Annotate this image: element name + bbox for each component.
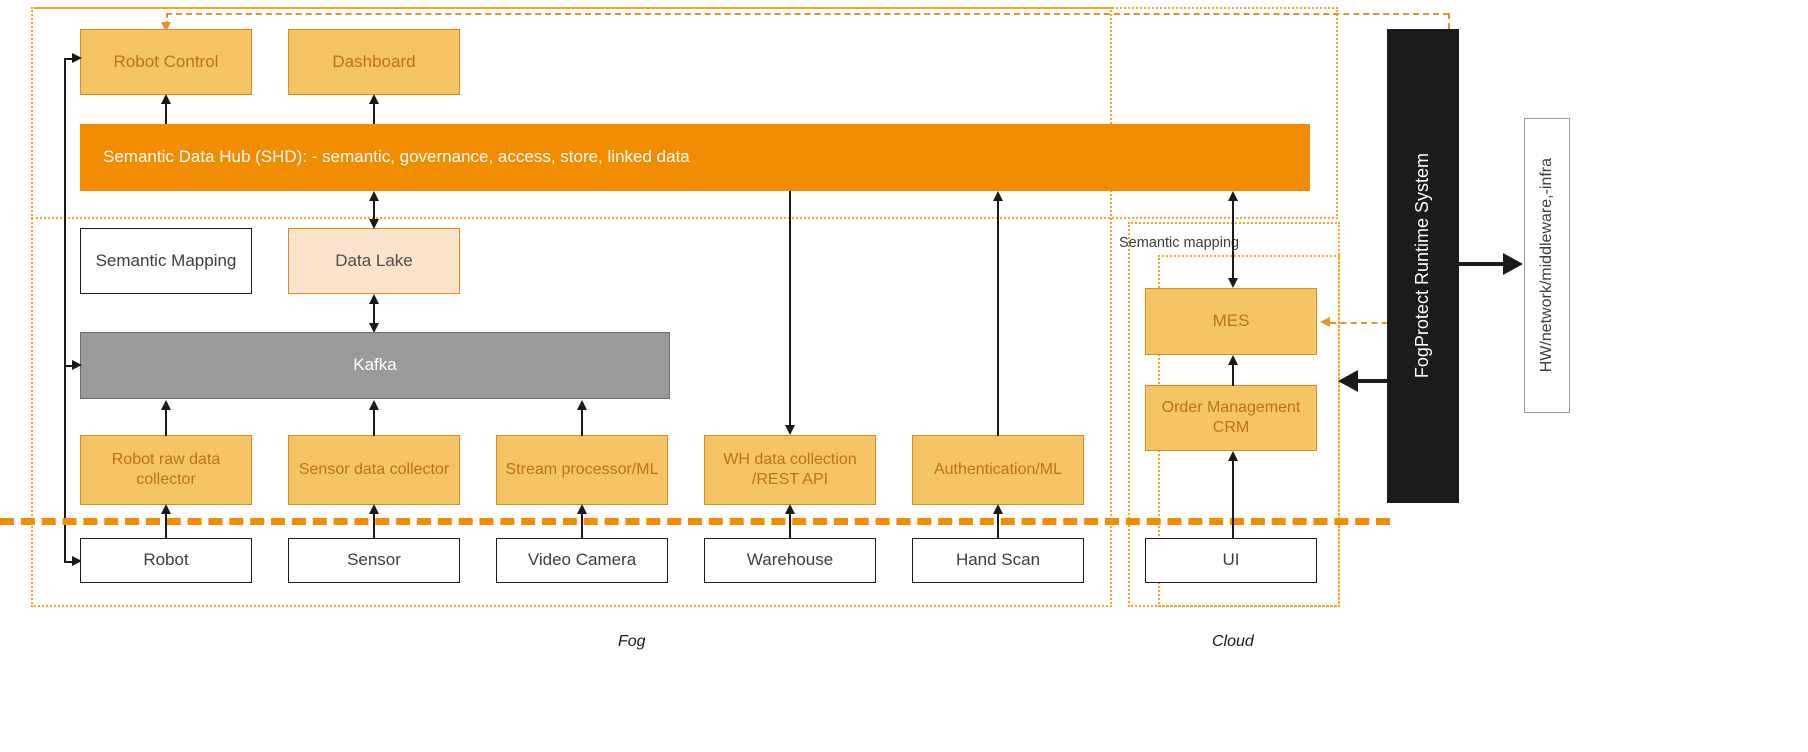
edge-handscan-to-auth <box>997 512 999 539</box>
node-kafka[interactable]: Kafka <box>80 332 670 399</box>
semantic-mapping-zone-label: Semantic mapping <box>1119 235 1240 251</box>
edge-shd-mes <box>1232 198 1234 280</box>
node-robot[interactable]: Robot <box>80 538 252 583</box>
edge-datalake-kafka <box>373 301 375 325</box>
fog-edge-divider <box>0 518 1390 525</box>
edge-ui-to-order <box>1232 459 1234 539</box>
edge-camera-to-stream <box>581 512 583 539</box>
node-hw-network-middleware-infra[interactable]: HW/network/middleware,-infra <box>1524 118 1570 413</box>
robot-feedback-spine <box>64 58 66 561</box>
edge-camera-to-stream-head <box>576 504 587 514</box>
feedback-line-top <box>166 13 1449 15</box>
edge-shd-to-robot-control-head <box>160 94 171 104</box>
edge-datalake-kafka-head-up <box>368 294 379 304</box>
node-hand-scan-label: Hand Scan <box>955 550 1041 570</box>
edge-warehouse-to-wh <box>789 512 791 539</box>
robot-feedback-to-kafka <box>64 365 77 367</box>
node-order-management-crm-label: Order Management CRM <box>1161 399 1301 436</box>
edge-shd-datalake <box>373 198 375 221</box>
node-warehouse[interactable]: Warehouse <box>704 538 876 583</box>
node-hw-network-middleware-infra-label: HW/network/middleware,-infra <box>1538 158 1556 373</box>
edge-auth-to-shd-head <box>992 191 1003 201</box>
fog-zone-label: Fog <box>618 633 646 650</box>
node-hand-scan[interactable]: Hand Scan <box>912 538 1084 583</box>
node-video-camera[interactable]: Video Camera <box>496 538 668 583</box>
node-wh-data-collection-rest-api-label: WH data collection /REST API <box>723 451 857 488</box>
edge-robot-to-collector <box>165 512 167 539</box>
node-ui-label: UI <box>1222 550 1240 570</box>
edge-streamprocessor-kafka <box>581 408 583 436</box>
node-sensor-label: Sensor <box>347 550 401 570</box>
node-wh-data-collection-rest-api[interactable]: WH data collection /REST API <box>704 435 876 505</box>
node-dashboard[interactable]: Dashboard <box>288 29 460 95</box>
edge-sensor-to-collector <box>373 512 375 539</box>
robot-feedback-to-kafka-head <box>72 359 82 370</box>
edge-warehouse-to-wh-head <box>784 504 795 514</box>
feedback-line-down-left <box>166 13 168 26</box>
node-robot-raw-data-collector[interactable]: Robot raw data collector <box>80 435 252 505</box>
node-dashboard-label: Dashboard <box>332 51 416 71</box>
robot-feedback-to-robot-control <box>64 58 77 60</box>
node-data-lake[interactable]: Data Lake <box>288 228 460 294</box>
node-mes-label: MES <box>1212 311 1250 331</box>
node-semantic-mapping-label: Semantic Mapping <box>95 250 237 270</box>
edge-order-to-mes-head <box>1227 355 1238 365</box>
robot-feedback-from-robot-head <box>72 555 82 566</box>
edge-runtime-to-infra <box>1459 262 1505 266</box>
node-order-management-crm[interactable]: Order Management CRM <box>1145 385 1317 451</box>
node-stream-processor-ml[interactable]: Stream processor/ML <box>496 435 668 505</box>
edge-shd-mes-head-down <box>1227 278 1238 288</box>
edge-robotcollector-kafka <box>165 408 167 436</box>
edge-runtime-to-cloud-head <box>1338 370 1358 392</box>
cloud-zone-label: Cloud <box>1212 633 1254 650</box>
edge-runtime-to-infra-head <box>1503 253 1523 275</box>
node-ui[interactable]: UI <box>1145 538 1317 583</box>
edge-shd-to-dashboard-head <box>368 94 379 104</box>
edge-shd-to-wh-collection <box>789 191 791 427</box>
node-fogprotect-runtime-system[interactable]: FogProtect Runtime System <box>1387 29 1459 503</box>
feedback-arrowhead-mes <box>1320 317 1330 327</box>
node-robot-control-label: Robot Control <box>113 51 219 71</box>
node-fogprotect-runtime-system-label: FogProtect Runtime System <box>1412 153 1433 379</box>
edge-shd-to-dashboard <box>373 102 375 124</box>
fog-zone-main <box>31 7 1112 607</box>
edge-handscan-to-auth-head <box>992 504 1003 514</box>
node-semantic-mapping[interactable]: Semantic Mapping <box>80 228 252 294</box>
edge-runtime-to-cloud <box>1358 379 1390 383</box>
node-authentication-ml[interactable]: Authentication/ML <box>912 435 1084 505</box>
edge-robot-to-collector-head <box>160 504 171 514</box>
node-video-camera-label: Video Camera <box>527 550 637 570</box>
edge-shd-to-wh-collection-head <box>784 425 795 435</box>
edge-shd-to-robot-control <box>165 102 167 124</box>
edge-robotcollector-kafka-head <box>160 400 171 410</box>
robot-feedback-to-robot-control-head <box>72 52 82 63</box>
node-robot-label: Robot <box>143 550 189 570</box>
edge-shd-datalake-head-down <box>368 219 379 229</box>
edge-streamprocessor-kafka-head <box>576 400 587 410</box>
node-authentication-ml-label: Authentication/ML <box>933 461 1063 479</box>
node-sensor-data-collector[interactable]: Sensor data collector <box>288 435 460 505</box>
node-sensor[interactable]: Sensor <box>288 538 460 583</box>
node-semantic-data-hub-label: Semantic Data Hub (SHD): - semantic, gov… <box>103 147 690 167</box>
node-stream-processor-ml-label: Stream processor/ML <box>505 461 659 479</box>
node-mes[interactable]: MES <box>1145 288 1317 355</box>
edge-auth-to-shd <box>997 199 999 436</box>
robot-feedback-from-robot <box>64 561 77 563</box>
node-robot-control[interactable]: Robot Control <box>80 29 252 95</box>
edge-order-to-mes <box>1232 363 1234 386</box>
node-robot-raw-data-collector-label: Robot raw data collector <box>111 451 221 488</box>
node-sensor-data-collector-label: Sensor data collector <box>298 461 450 479</box>
edge-sensor-to-collector-head <box>368 504 379 514</box>
node-data-lake-label: Data Lake <box>335 250 413 270</box>
edge-shd-datalake-head-up <box>368 191 379 201</box>
node-kafka-label: Kafka <box>353 355 397 375</box>
edge-shd-mes-head-up <box>1227 191 1238 201</box>
feedback-arrowhead-robot-control <box>161 22 171 32</box>
node-warehouse-label: Warehouse <box>746 550 834 570</box>
node-semantic-data-hub[interactable]: Semantic Data Hub (SHD): - semantic, gov… <box>80 124 1310 191</box>
edge-sensorcollector-kafka-head <box>368 400 379 410</box>
edge-ui-to-order-head <box>1227 451 1238 461</box>
edge-datalake-kafka-head-down <box>368 323 379 333</box>
edge-sensorcollector-kafka <box>373 408 375 436</box>
